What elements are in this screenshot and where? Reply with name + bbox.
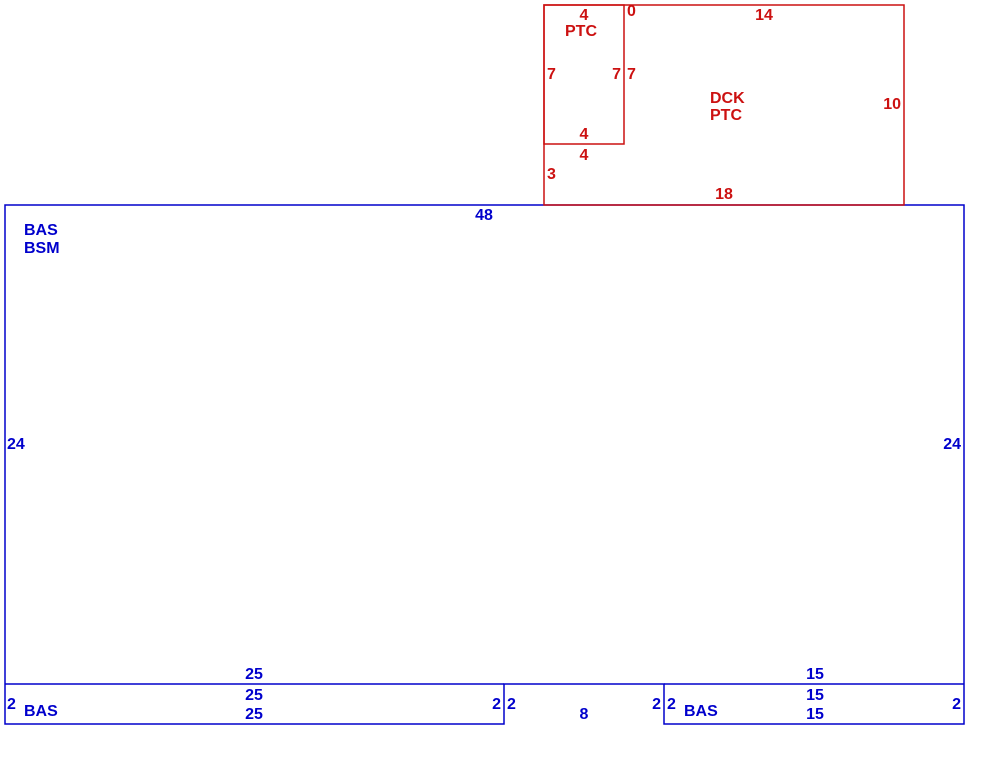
- main-level-dim-left: 24: [7, 436, 25, 453]
- left-strip-group: BAS 25 25 2 2: [5, 683, 504, 723]
- porch-group: PTC 4 4 7 7: [543, 4, 625, 145]
- main-level-label-2: BSM: [24, 240, 60, 257]
- right-strip-dim-right: 2: [952, 696, 961, 713]
- deck-dim-corner: 0: [627, 3, 636, 20]
- porch-dim-top: 4: [580, 7, 589, 24]
- main-level-dim-bottom-right: 15: [806, 666, 824, 683]
- main-level-outline: [4, 204, 965, 725]
- main-level-group: BAS BSM 48 24 24 25 15 8 2 2: [4, 204, 965, 725]
- main-level-dim-top: 48: [475, 207, 493, 224]
- right-strip-label: BAS: [684, 703, 718, 720]
- deck-label-2: PTC: [710, 107, 742, 124]
- deck-dim-right: 10: [883, 96, 901, 113]
- right-strip-dim-left: 2: [667, 696, 676, 713]
- deck-group: DCK PTC 14 10 18 7 3 4 0: [543, 3, 905, 206]
- left-strip-dim-top: 25: [245, 687, 263, 704]
- main-level-dim-bottom-left: 25: [245, 666, 263, 683]
- porch-dim-right: 7: [612, 66, 621, 83]
- left-strip-dim-left: 2: [7, 696, 16, 713]
- left-strip-dim-bottom: 25: [245, 706, 263, 723]
- deck-dim-left-lower: 3: [547, 166, 556, 183]
- main-level-dim-right: 24: [943, 436, 961, 453]
- left-strip-label: BAS: [24, 703, 58, 720]
- deck-dim-inner-top: 4: [580, 147, 589, 164]
- main-level-label-1: BAS: [24, 222, 58, 239]
- porch-dim-left: 7: [547, 66, 556, 83]
- deck-label-1: DCK: [710, 90, 745, 107]
- deck-dim-left-upper: 7: [627, 66, 636, 83]
- deck-dim-top: 14: [755, 7, 773, 24]
- porch-outline: [543, 4, 625, 145]
- main-level-dim-middle: 8: [580, 706, 589, 723]
- deck-dim-bottom: 18: [715, 186, 733, 203]
- right-strip-dim-bottom: 15: [806, 706, 824, 723]
- porch-dim-bottom: 4: [580, 126, 589, 143]
- main-level-dim-middle-left: 2: [507, 696, 516, 713]
- right-strip-group: BAS 15 15 2 2: [664, 683, 964, 723]
- left-strip-dim-right: 2: [492, 696, 501, 713]
- main-level-dim-middle-right: 2: [652, 696, 661, 713]
- right-strip-dim-top: 15: [806, 687, 824, 704]
- porch-label: PTC: [565, 23, 597, 40]
